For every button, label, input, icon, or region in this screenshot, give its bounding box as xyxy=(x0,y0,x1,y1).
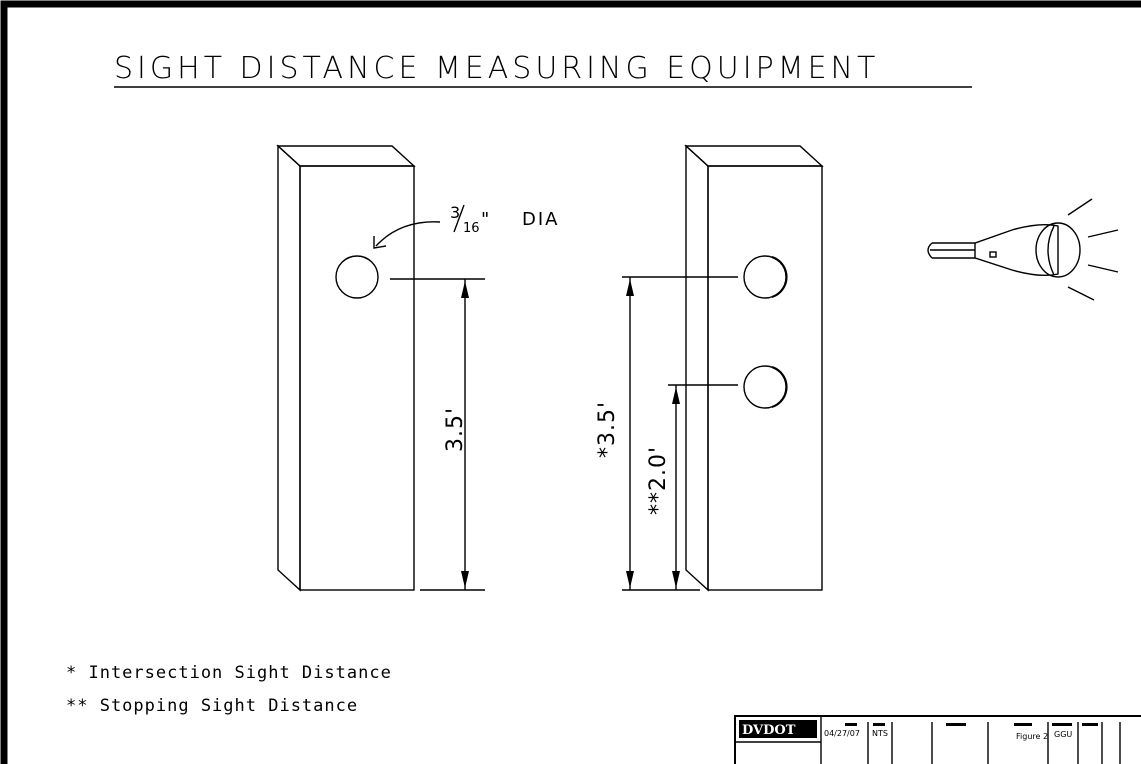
title-block-scale: NTS xyxy=(872,729,888,738)
left-height-label: 3.5' xyxy=(443,407,468,452)
legend-stopping: ** Stopping Sight Distance xyxy=(66,696,358,716)
title-block-logo: DVDOT xyxy=(742,723,796,738)
left-sight-hole xyxy=(335,255,379,299)
svg-text:DIA: DIA xyxy=(522,209,559,230)
drawing-title: SIGHT DISTANCE MEASURING EQUIPMENT xyxy=(114,51,879,86)
right-intersection-dimension xyxy=(622,276,738,591)
hole-leader-arrowhead xyxy=(373,236,387,249)
right-upper-sight-hole xyxy=(743,255,788,299)
title-block xyxy=(734,715,1141,764)
svg-text:": " xyxy=(481,209,489,230)
right-lower-sight-hole xyxy=(743,365,788,409)
svg-text:3: 3 xyxy=(450,203,460,222)
title-block-figure: Figure 2 xyxy=(1016,732,1048,741)
hole-leader-line xyxy=(375,221,441,247)
flashlight-icon xyxy=(927,198,1119,301)
left-board xyxy=(276,144,416,592)
left-height-dimension xyxy=(390,278,485,591)
title-block-date: 04/27/07 xyxy=(824,729,860,738)
legend-intersection: * Intersection Sight Distance xyxy=(66,663,392,683)
right-intersection-label: *3.5' xyxy=(595,401,620,458)
hole-diameter-label: 3 16 " DIA xyxy=(450,203,559,236)
right-stopping-label: **2.0' xyxy=(646,446,671,515)
title-block-logo-bg xyxy=(739,720,817,738)
title-block-drawn-by: GGU xyxy=(1054,730,1072,739)
svg-text:16: 16 xyxy=(463,221,480,236)
right-stopping-dimension xyxy=(668,384,738,590)
right-board xyxy=(684,144,824,592)
